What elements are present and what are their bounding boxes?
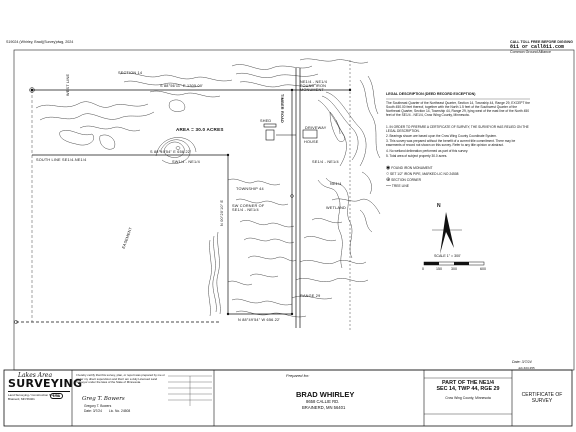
notes-panel: LEGAL DESCRIPTION (DEED RECORD EXCEPTION… xyxy=(386,92,530,189)
legend-text: TREE LINE xyxy=(391,183,409,188)
tree-line-icon: — xyxy=(386,182,391,189)
client-address-2: BRAINERD, MN 56401 xyxy=(302,405,346,410)
part-title-2: SEC 14, TWP 44, RGE 29 xyxy=(436,386,500,393)
logo-badge: LSA xyxy=(50,393,64,399)
section-corner-icon: ⊕ xyxy=(386,176,391,183)
north-arrow-label: N xyxy=(437,203,441,209)
legal-heading: LEGAL DESCRIPTION (DEED RECORD EXCEPTION… xyxy=(386,92,476,96)
sw-corner-label: SW CORNER OF SE1/4 - NE1/4 xyxy=(232,204,265,212)
call-sub: Common Ground Alliance xyxy=(510,50,551,54)
call-before-dig-box: CALL TOLL FREE BEFORE DIGGING 811 or cal… xyxy=(510,40,573,54)
date-value: 3/7/24 xyxy=(92,409,102,413)
notes-list: 1. IN ORDER TO PREPARE A CERTIFICATE OF … xyxy=(386,124,530,159)
cert-text: I hereby certify that this survey, plan,… xyxy=(76,373,165,384)
scale-tick: 0 xyxy=(422,267,424,271)
note-item: 5. Total area of subject property 30.0 a… xyxy=(386,154,448,159)
scale-tick: 300 xyxy=(451,267,457,271)
surveyor-signature: Greg T. Bowers xyxy=(82,396,125,402)
property-title: PART OF THE NE1/4 SEC 14, TWP 44, RGE 29… xyxy=(426,380,510,400)
call-top: CALL TOLL FREE BEFORE DIGGING xyxy=(510,40,573,44)
lic-value: 24508 xyxy=(121,409,131,413)
legend-text: SET 1/2" IRON PIPE, MARKED LIC NO 24508 xyxy=(389,171,459,176)
cert-title-2: SURVEY xyxy=(531,398,553,404)
section-label: SECTION 14 xyxy=(118,71,143,75)
township-label: TOWNSHIP 44 xyxy=(236,187,264,191)
sw-quarter-label: SW1/4 - NE1/4 xyxy=(172,160,200,164)
note-item: 3. This survey was prepared without the … xyxy=(386,139,516,148)
north-bearing-label: S 88°56'11" E 1305.00' xyxy=(160,84,204,88)
logo-script: Lakes Area xyxy=(18,372,53,379)
legend-text: SECTION CORNER xyxy=(391,177,421,182)
south-line-label: SOUTH LINE SE1/4-NE1/4 xyxy=(36,158,87,162)
logo-address: Brainerd, MN 56401 xyxy=(8,397,35,401)
north-arrow-icon xyxy=(432,212,462,254)
county-label: Crow Wing County, Minnesota xyxy=(445,396,491,401)
logo-sub: Land Surveying / Construction Staking xyxy=(8,393,60,397)
legend-text: FOUND IRON MONUMENT xyxy=(391,165,433,170)
scale-tick: 150 xyxy=(436,267,442,271)
client-name: BRAD WHIRLEY xyxy=(296,390,355,399)
cert-title-1: CERTIFICATE OF xyxy=(521,392,563,398)
se-quarter-label: SE1/4 - NE1/4 xyxy=(312,160,339,164)
left-bearing-label: N 00°20'10" E xyxy=(220,199,224,226)
part-title-1: PART OF THE NE1/4 xyxy=(441,380,495,386)
mid-bearing-label: S 88°49'54" E 656.22' xyxy=(150,150,192,154)
set-pipe-icon: ○ xyxy=(386,170,390,177)
scale-label: SCALE 1" = 300' xyxy=(434,254,461,258)
revision-table xyxy=(168,375,212,406)
area-label: AREA = 30.0 ACRES xyxy=(176,127,224,132)
legend-item: ⊕ SECTION CORNER xyxy=(386,177,530,183)
house-label: HOUSE xyxy=(304,140,319,144)
west-line-label: WEST LINE xyxy=(66,73,70,96)
file-label: S19024 (Whirley, Brad)(Survey)dwg, 2024 xyxy=(6,40,74,44)
scale-tick: 600 xyxy=(480,267,486,271)
bottom-bearing-label: N 88°49'54" W 656.22' xyxy=(238,318,281,322)
driveway-label: DRIVEWAY xyxy=(305,126,327,130)
date-label: Date: xyxy=(84,409,92,413)
job-number: Job #23-355 xyxy=(518,366,535,370)
found-monument-icon: ◉ xyxy=(386,164,391,171)
date-right: Date: 3/7/24 xyxy=(512,360,532,364)
note-item: 2. Bearings shown are based upon the Cro… xyxy=(386,133,497,138)
logo-rule xyxy=(8,391,70,392)
certification: I hereby certify that this survey, plan,… xyxy=(76,373,166,413)
ne-corner-label: NE1/4 - NE1/4 FOUND IRON MONUMENT xyxy=(300,80,328,92)
note-item: 4. No wetland delineation performed as p… xyxy=(386,148,469,153)
legend-item: ◉ FOUND IRON MONUMENT xyxy=(386,165,530,171)
prepared-for-label: Prepared for: xyxy=(286,373,310,378)
ne-label: NE1/4 xyxy=(330,182,342,186)
cert-date: Date: 3/7/24 Lic. No. 24508 xyxy=(84,409,130,413)
client-address-1: 8658 CALLIE RD. xyxy=(306,399,340,404)
road-label: TIMBER ROAD xyxy=(280,94,284,123)
company-logo: Lakes Area SURVEYING Land Surveying / Co… xyxy=(8,372,83,401)
call-number: 811 or call811.com xyxy=(510,44,565,50)
legal-description: The Southeast Quarter of the Northeast Q… xyxy=(386,101,530,117)
document-type: CERTIFICATE OF SURVEY xyxy=(514,392,570,404)
note-item: 1. IN ORDER TO PREPARE A CERTIFICATE OF … xyxy=(386,124,529,133)
lic-label: Lic. No. xyxy=(108,409,121,413)
surveyor-name: Gregory T. Bowers xyxy=(84,404,112,408)
wetland-label: WETLAND xyxy=(326,206,346,210)
shed-label: SHED xyxy=(260,119,272,123)
legend-item: ○ SET 1/2" IRON PIPE, MARKED LIC NO 2450… xyxy=(386,171,530,177)
scale-bar-icon xyxy=(423,261,485,266)
logo-main: SURVEYING xyxy=(8,377,83,390)
range-label: RANGE 29 xyxy=(300,294,321,298)
legend-item: — TREE LINE xyxy=(386,183,530,189)
legend: ◉ FOUND IRON MONUMENT ○ SET 1/2" IRON PI… xyxy=(386,165,530,189)
